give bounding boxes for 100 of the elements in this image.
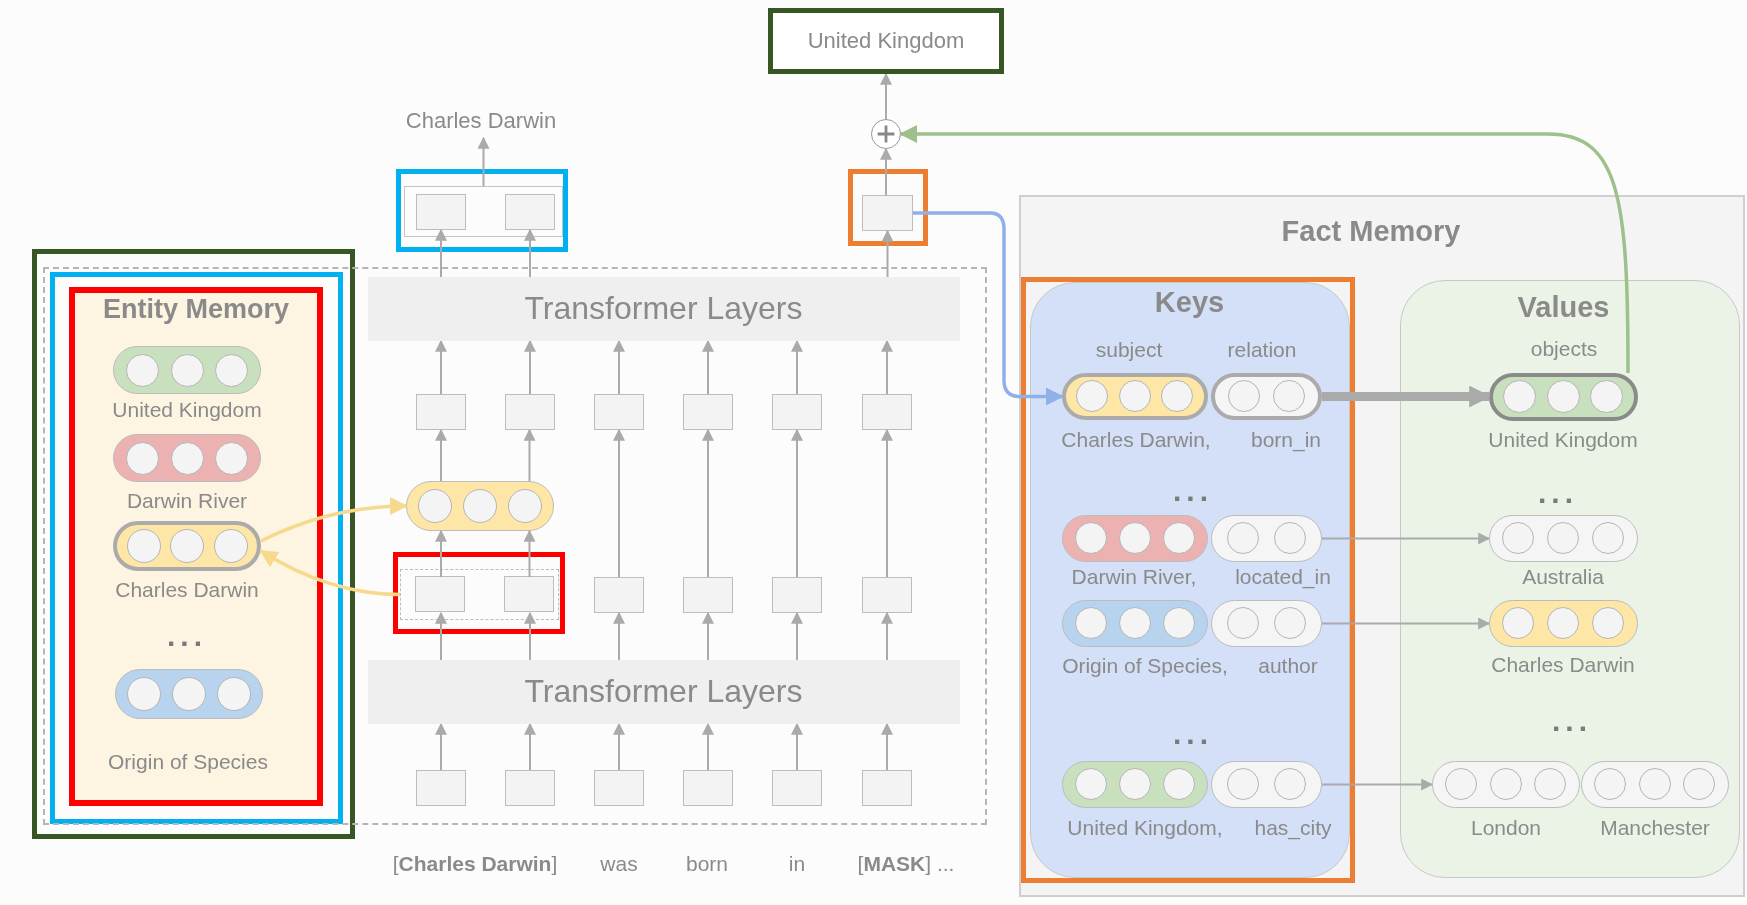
arrow — [1321, 617, 1491, 630]
embedding-vector — [1210, 760, 1322, 808]
embedding-vector — [1431, 760, 1580, 808]
span-frame — [404, 186, 563, 237]
token-vector — [682, 769, 733, 806]
ellipsis: ... — [1538, 475, 1578, 509]
arrow — [613, 339, 625, 395]
arrow — [435, 428, 447, 482]
column-header: subject — [1095, 338, 1163, 362]
token-word: was — [600, 852, 638, 876]
arrow — [881, 229, 894, 278]
token-vector — [861, 393, 912, 430]
arrow — [881, 428, 893, 578]
arrow — [702, 722, 714, 771]
arrow — [524, 611, 536, 661]
vector-label: Manchester — [1600, 816, 1710, 840]
transformer-layers-block: Transformer Layers — [367, 276, 960, 341]
embedding-vector — [405, 480, 554, 531]
arrow — [260, 497, 408, 543]
arrow — [435, 228, 447, 278]
arrow — [435, 529, 447, 578]
arrow — [791, 611, 803, 661]
transformer-layers-block: Transformer Layers — [367, 659, 960, 724]
vector-label: author — [1258, 654, 1318, 678]
vector-label: United Kingdom — [112, 398, 262, 422]
token-vector — [593, 576, 644, 613]
arrow — [435, 722, 447, 771]
panel-title: Values — [1517, 291, 1610, 324]
embedding-vector — [113, 346, 261, 394]
vector-label: born_in — [1250, 428, 1322, 452]
column-header: relation — [1227, 338, 1297, 362]
fact-memory-panel — [1019, 195, 1745, 897]
arrow — [435, 339, 447, 395]
token-vector — [415, 393, 466, 430]
vector-label: Darwin River — [126, 489, 248, 513]
arrow — [881, 722, 893, 771]
arrow — [791, 428, 803, 578]
vector-label: London — [1470, 816, 1542, 840]
token-vector — [771, 393, 822, 430]
vector-label: has_city — [1254, 816, 1332, 840]
vector-label: Charles Darwin, — [1061, 428, 1211, 452]
arrow — [880, 147, 892, 196]
arrow — [880, 72, 892, 120]
dashed-frame — [43, 267, 987, 825]
embedding-vector — [113, 521, 261, 571]
token-word: born — [686, 852, 728, 876]
token-vector — [862, 195, 913, 231]
token-word: [MASK] ... — [857, 852, 955, 876]
ellipsis: ... — [1173, 473, 1213, 507]
token-vector — [415, 769, 466, 806]
token-vector — [504, 193, 555, 230]
embedding-vector — [113, 434, 261, 482]
embedding-vector — [1210, 599, 1322, 647]
token-vector — [861, 769, 912, 806]
sum-symbol — [871, 119, 901, 149]
embedding-vector — [1488, 372, 1638, 421]
arrow — [613, 428, 625, 578]
panel-title: Keys — [1154, 286, 1225, 319]
arrow — [791, 339, 803, 395]
arrow — [702, 339, 714, 395]
vector-label: United Kingdom — [1488, 428, 1638, 452]
token-word: in — [788, 852, 806, 876]
vector-label: Origin of Species — [108, 750, 268, 774]
embedding-vector — [1488, 514, 1638, 562]
arrow — [702, 428, 714, 578]
arrow — [523, 529, 536, 578]
arrow — [881, 611, 893, 661]
entity-memory-panel — [69, 287, 323, 806]
panel-title: Entity Memory — [103, 295, 289, 325]
vector-label: located_in — [1235, 565, 1331, 589]
highlight-frame — [848, 169, 928, 246]
arrow — [524, 339, 536, 395]
vector-label: Darwin River, — [1071, 565, 1197, 589]
arrow — [613, 611, 625, 661]
token-vector — [593, 769, 644, 806]
token-vector — [771, 769, 822, 806]
panel-title: Fact Memory — [1281, 216, 1461, 248]
arrow — [899, 125, 1630, 373]
vector-label: Charles Darwin — [1491, 653, 1635, 677]
token-vector — [415, 576, 465, 612]
token-vector — [504, 769, 555, 806]
token-word: [Charles Darwin] — [392, 852, 558, 876]
token-vector — [504, 393, 555, 430]
ellipsis: ... — [1173, 716, 1213, 750]
arrow — [1321, 778, 1434, 791]
embedding-vector — [1061, 760, 1208, 808]
ellipsis: ... — [1552, 703, 1592, 737]
column-header: objects — [1530, 337, 1598, 361]
arrow — [524, 722, 536, 771]
dashed-frame — [399, 568, 559, 620]
token-vector — [682, 393, 733, 430]
vector-label: Origin of Species, — [1062, 654, 1228, 678]
arrow — [613, 722, 625, 771]
embedding-vector — [1580, 760, 1729, 808]
vector-label: Australia — [1522, 565, 1604, 589]
vector-label: Charles Darwin — [115, 578, 259, 602]
arrow — [523, 428, 536, 482]
arrow — [791, 722, 803, 771]
token-vector — [861, 576, 912, 613]
highlight-frame — [392, 551, 565, 634]
